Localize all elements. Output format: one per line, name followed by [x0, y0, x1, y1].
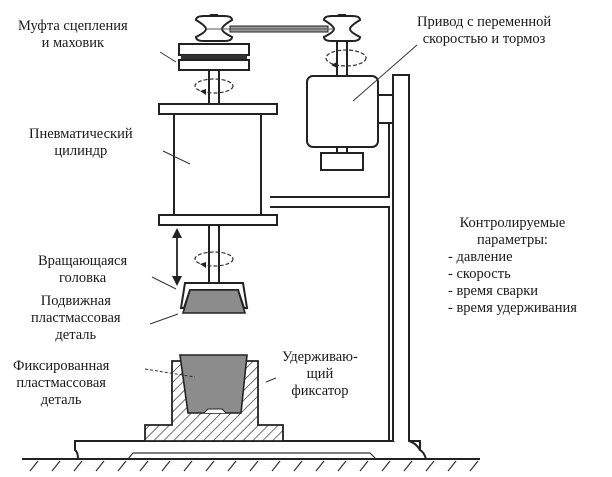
- ground-hatch-stroke: [227, 460, 237, 472]
- parameter-item: - скорость: [448, 266, 511, 282]
- belt-drive: [194, 14, 362, 42]
- leader-lines: [144, 44, 418, 383]
- parameter-item: - время сварки: [448, 283, 539, 299]
- rotation-arrowheads: [200, 62, 337, 268]
- ground-hatch-stroke: [51, 460, 61, 472]
- ground-hatch-stroke: [425, 460, 435, 472]
- ground-hatch-stroke: [183, 460, 193, 472]
- label-drive-brake: Привод с переменной скоростью и тормоз: [417, 14, 552, 47]
- controlled-parameters: Контролируемые параметры: - давление - с…: [448, 215, 577, 317]
- ground-hatch-stroke: [117, 460, 127, 472]
- moving-plastic-part: [181, 289, 247, 314]
- ground-hatch-stroke: [403, 460, 413, 472]
- ground-hatch-stroke: [73, 460, 83, 472]
- label-clutch-flywheel: Муфта сцепления и маховик: [18, 18, 128, 51]
- ground-hatch-stroke: [315, 460, 325, 472]
- ground-hatch-stroke: [381, 460, 391, 472]
- ground-hatch-stroke: [161, 460, 171, 472]
- ground-hatch-stroke: [271, 460, 281, 472]
- ground-hatch-stroke: [205, 460, 215, 472]
- vertical-travel-arrow-icon: [172, 228, 182, 286]
- ground-hatch-stroke: [139, 460, 149, 472]
- ground-hatch-stroke: [95, 460, 105, 472]
- label-holding-fixture: Удерживаю- щий фиксатор: [282, 349, 358, 399]
- parameter-item: - давление: [448, 249, 513, 265]
- upper-shaft: [208, 68, 220, 105]
- base-plate: [74, 440, 428, 460]
- parameters-title-line2: параметры:: [476, 232, 548, 248]
- label-moving-plastic-part: Подвижная пластмассовая деталь: [31, 293, 121, 343]
- label-rotating-head: Вращающаяся головка: [38, 253, 128, 286]
- ground-hatch-stroke: [249, 460, 259, 472]
- ground-hatch-stroke: [359, 460, 369, 472]
- pneumatic-cylinder: [158, 103, 278, 226]
- label-fixed-plastic-part: Фиксированная пластмассовая деталь: [13, 358, 110, 408]
- ground-hatch-stroke: [447, 460, 457, 472]
- clutch-flywheel: [178, 43, 250, 71]
- ground-hatch-stroke: [293, 460, 303, 472]
- parameter-item: - время удерживания: [448, 300, 577, 316]
- fixed-plastic-part: [179, 354, 248, 414]
- drive-motor: [306, 40, 379, 171]
- parameters-title: Контролируемые: [459, 215, 566, 231]
- ground-hatch-stroke: [337, 460, 347, 472]
- ground-hatch-stroke: [29, 460, 39, 472]
- rotation-arrow-icon: [194, 49, 367, 267]
- ground-hatch-stroke: [469, 460, 479, 472]
- ground: [22, 458, 480, 472]
- label-pneumatic-cylinder: Пневматический цилиндр: [29, 126, 133, 159]
